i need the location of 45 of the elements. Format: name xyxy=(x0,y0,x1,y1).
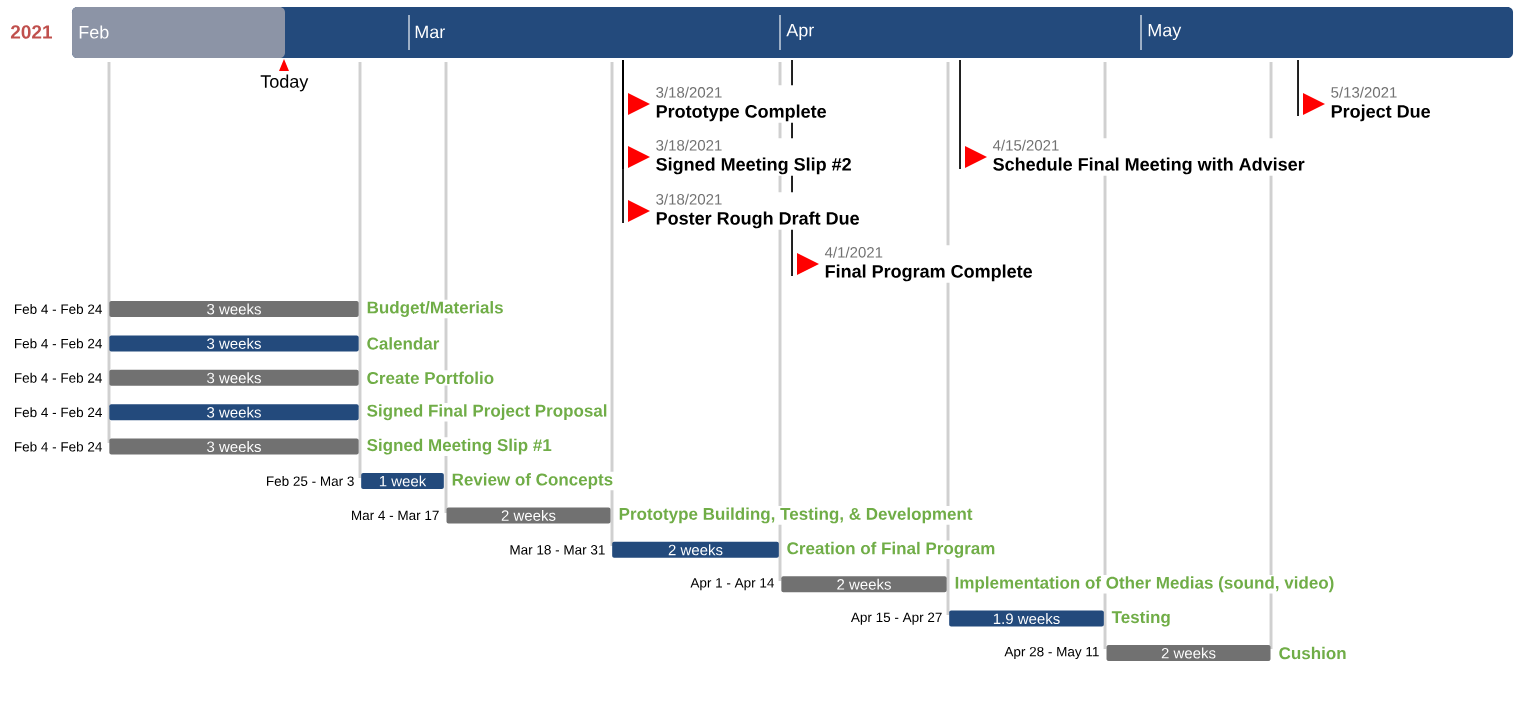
task-name: Implementation of Other Medias (sound, video) xyxy=(953,574,1336,594)
milestone-label: 5/13/2021 Project Due xyxy=(1329,85,1432,123)
task-name: Cushion xyxy=(1277,645,1348,661)
date-range: Feb 4 - Feb 24 xyxy=(12,302,104,316)
month-label: Apr xyxy=(786,23,814,41)
task-name: Signed Final Project Proposal xyxy=(365,402,609,422)
milestone-label: 3/18/2021 Prototype Complete xyxy=(654,85,828,123)
task-bar: 3 weeks xyxy=(109,438,359,455)
month-label: Mar xyxy=(415,25,445,39)
today-label: Today xyxy=(260,74,309,92)
task-bar: 3 weeks xyxy=(109,369,359,386)
task-name: Prototype Building, Testing, & Development xyxy=(617,506,974,525)
date-range: Feb 4 - Feb 24 xyxy=(12,405,104,419)
date-range: Feb 4 - Feb 24 xyxy=(12,371,104,385)
date-range: Apr 15 - Apr 27 xyxy=(849,611,944,627)
date-range: Apr 1 - Apr 14 xyxy=(689,576,776,592)
date-range: Mar 18 - Mar 31 xyxy=(508,543,607,556)
task-bar: 2 weeks xyxy=(781,576,947,593)
milestone-label: 3/18/2021 Signed Meeting Slip #2 xyxy=(654,138,853,176)
date-range: Feb 4 - Feb 24 xyxy=(12,440,104,453)
task-bar: 3 weeks xyxy=(109,335,359,352)
task-bar: 2 weeks xyxy=(1106,645,1271,661)
task-name: Creation of Final Program xyxy=(785,540,997,560)
task-name: Budget/Materials xyxy=(365,299,505,319)
date-range: Mar 4 - Mar 17 xyxy=(349,509,441,522)
task-name: Testing xyxy=(1110,609,1173,628)
task-name: Review of Concepts xyxy=(450,471,615,491)
date-range: Feb 25 - Mar 3 xyxy=(264,474,356,488)
task-bar: 1 week xyxy=(361,473,444,489)
task-name: Create Portfolio xyxy=(365,370,496,386)
task-bar: 3 weeks xyxy=(109,404,359,421)
task-bar: 2 weeks xyxy=(446,507,611,524)
milestone-label: 4/15/2021 Schedule Final Meeting with Adviser xyxy=(991,138,1306,176)
task-bar: 1.9 weeks xyxy=(949,610,1104,627)
task-bar: 2 weeks xyxy=(612,541,779,558)
year-label: 2021 xyxy=(10,25,52,39)
date-range: Feb 4 - Feb 24 xyxy=(12,337,104,350)
milestone-label: 4/1/2021 Final Program Complete xyxy=(823,245,1034,283)
milestone-label: 3/18/2021 Poster Rough Draft Due xyxy=(654,192,861,230)
task-name: Signed Meeting Slip #1 xyxy=(365,437,554,456)
task-bar: 3 weeks xyxy=(109,301,359,317)
month-label: Feb xyxy=(79,25,109,39)
date-range: Apr 28 - May 11 xyxy=(1003,645,1101,661)
month-label: May xyxy=(1148,23,1182,41)
task-name: Calendar xyxy=(365,335,441,351)
